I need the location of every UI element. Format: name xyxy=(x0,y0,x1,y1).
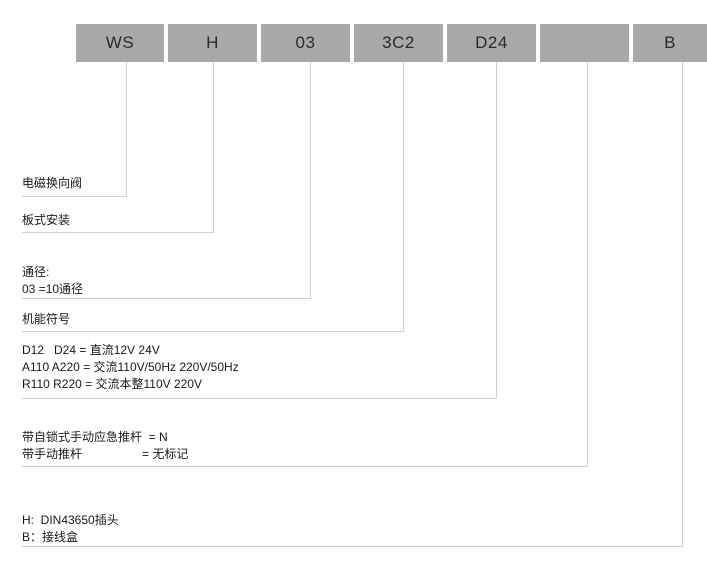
label-manual-override-locking: 带自锁式手动应急推杆 = N xyxy=(22,430,168,444)
label-connector-h: H: DIN43650插头 xyxy=(22,513,119,527)
code-box-ws: WS xyxy=(76,24,164,62)
label-connector-b: B：接线盒 xyxy=(22,530,79,544)
underline-mounting xyxy=(22,232,214,233)
underline-voltage xyxy=(22,398,497,399)
label-size-value: 03 =10通径 xyxy=(22,282,84,296)
underline-manual-override xyxy=(22,466,588,467)
connector-line-b xyxy=(682,62,683,546)
label-mounting: 板式安装 xyxy=(22,213,71,227)
connector-line-3c2 xyxy=(403,62,404,331)
connector-line-blank xyxy=(587,62,588,466)
label-voltage-rectified: R110 R220 = 交流本整110V 220V xyxy=(22,377,202,391)
code-box-d24: D24 xyxy=(447,24,536,62)
underline-size xyxy=(22,298,311,299)
connector-line-d24 xyxy=(496,62,497,398)
connector-line-ws xyxy=(126,62,127,196)
connector-line-03 xyxy=(310,62,311,298)
label-function: 机能符号 xyxy=(22,312,71,326)
label-voltage-dc: D12 D24 = 直流12V 24V xyxy=(22,343,160,357)
code-box-blank xyxy=(540,24,629,62)
underline-connector xyxy=(22,546,683,547)
code-box-h: H xyxy=(168,24,257,62)
code-box-03: 03 xyxy=(261,24,350,62)
label-voltage-ac: A110 A220 = 交流110V/50Hz 220V/50Hz xyxy=(22,360,239,374)
underline-function xyxy=(22,331,404,332)
label-size-title: 通径: xyxy=(22,265,50,279)
connector-line-h xyxy=(213,62,214,232)
underline-type xyxy=(22,196,127,197)
code-box-3c2: 3C2 xyxy=(354,24,443,62)
label-manual-override-push: 带手动推杆 = 无标记 xyxy=(22,447,189,461)
label-valve-type: 电磁换向阀 xyxy=(22,176,83,190)
code-box-b: B xyxy=(633,24,707,62)
